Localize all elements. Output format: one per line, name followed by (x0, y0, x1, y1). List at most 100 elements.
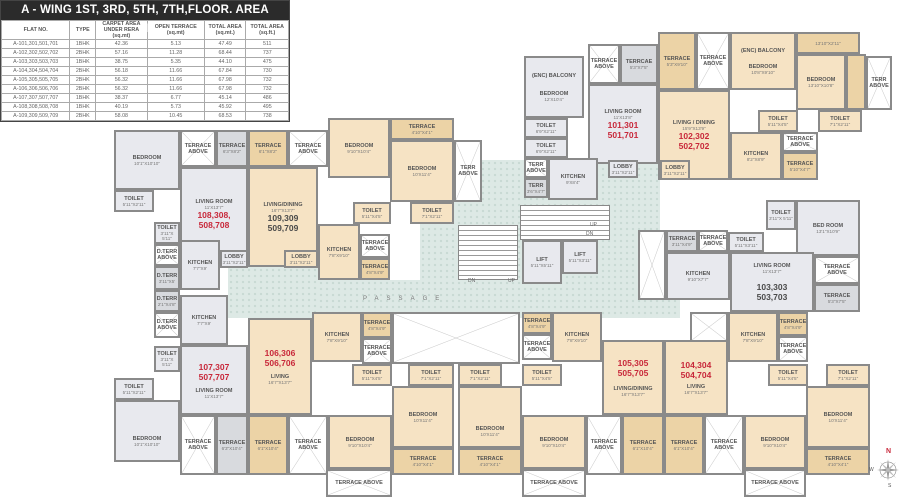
flat-105-kitchen: KITCHEN 7'8"X9'10" (552, 312, 602, 362)
flat-102-terrace-above-2: TERRACE ABOVE (782, 132, 818, 152)
flat-101-toilet-1: TOILET 6'9"X2'11" (524, 118, 568, 138)
flat-109-terrace: TERRACE 6'1"X8'2" (248, 130, 288, 167)
flat-106-bedroom-2: BEDROOM 10'X11'4" (392, 386, 454, 448)
flat-109-bedroom-1: BEDROOM 9'10"X10'4" (328, 118, 390, 178)
flat-109-lobby: LOBBY 3'11"X2'11" (284, 250, 318, 268)
flat-103-toilet-1: TOILET 5'11"X3'11" (728, 232, 764, 252)
flat-number-108: 108,308, 508,708 (197, 210, 231, 230)
flat-104-kitchen: KITCHEN 7'8"X9'10" (728, 312, 778, 362)
flat-106-toilet-1: TOILET 5'11"X4'5" (352, 364, 392, 386)
flat-102-bedroom-2: BEDROOM 13'10"X10'8" (796, 54, 846, 110)
flat-number-103-a: 103,303 (756, 281, 788, 292)
flat-number-103-b: 503,703 (756, 291, 788, 302)
compass-west-label: W (869, 467, 874, 473)
flat-105-terrace-above-3: TERRACE ABOVE (522, 469, 586, 497)
flat-106-terrace-above-2: TERRACE ABOVE (288, 415, 328, 475)
flat-109-terr-above: TERR ABOVE (454, 140, 482, 202)
flat-105-living-dining: 105,305 505,705 LIVING/DINING 16'7"X13'7… (602, 340, 664, 415)
flat-106-terrace-above-1: TERRACE ABOVE (362, 338, 392, 364)
compass-rose-icon (877, 459, 899, 481)
flat-101-kitchen: KITCHEN 9'X8'4" (548, 158, 598, 200)
flat-105-terrace-1: TERRACE 4'8"X4'9" (522, 312, 552, 334)
flat-103-terrace-above: TERRACE ABOVE (698, 230, 728, 252)
flat-101-terrcae: TERRCAE 5'3"X7'5" (620, 44, 658, 84)
open-to-sky-void (392, 312, 520, 364)
flat-108-lobby: LOBBY 3'11"X2'11" (220, 250, 248, 268)
flat-103-terrace: TERRACE 3'11"X4'9" (666, 230, 698, 252)
flat-102-living-dining: LIVING / DINING 15'9"X13'9" 102,302 502,… (658, 90, 730, 180)
flat-number-107-b: 507,707 (198, 371, 230, 382)
flat-102-terr-above: TERR ABOVE (866, 56, 892, 110)
flat-102-toilet-1: TOILET 5'11"X4'5" (758, 110, 798, 132)
flat-108-d-terr-above: D.TERR ABOVE (154, 244, 180, 266)
flat-101-bedroom: (ENC) BALCONY BEDROOM 12'X10'4" (524, 56, 584, 118)
flat-104-toilet-1: TOILET 5'11"X4'5" (768, 364, 808, 386)
flat-105-toilet-2: TOILET 5'11"X4'5" (522, 364, 562, 386)
flat-104-bedroom-1: BEDROOM 9'10"X10'4" (744, 415, 806, 469)
flat-105-terrace-3: TERRACE 6'1"X10'4" (622, 415, 664, 475)
passage-label: PASSAGE (363, 296, 448, 302)
flat-107-living-room: 107,307 507,707 LIVING ROOM 11'X13'7" (180, 345, 248, 415)
flat-104-shaft (690, 312, 728, 342)
flat-105-toilet-1: TOILET 7'1"X2'11" (458, 364, 502, 386)
area-table: FLAT NO. TYPE CARPET AREA UNDER RERA (sq… (0, 20, 289, 121)
staircase-left (458, 225, 518, 280)
flat-108-toilet-2: TOILET 3'11"X 5'11" (154, 222, 180, 244)
flat-number-107-a: 107,307 (198, 361, 230, 372)
flat-103-shaft (638, 230, 666, 300)
flat-number-106-a: 106,306 (264, 348, 296, 358)
area-statement-title: A - WING 1ST, 3RD, 5TH, 7TH,FLOOR. AREA … (1, 1, 289, 35)
flat-109-bedroom-2: BEDROOM 10'X11'4" (390, 140, 454, 202)
lift-2: LIFT 5'11"X3'11" (562, 240, 598, 274)
flat-106-terrace-above-3: TERRACE ABOVE (326, 469, 392, 497)
flat-103-bed-room: BED ROOM 13'1"X10'9" (796, 200, 860, 256)
flat-101-terrace-above: TERRACE ABOVE (588, 44, 620, 84)
flat-109-toilet-2: TOILET 7'1"X2'11" (410, 202, 454, 224)
flat-104-bedroom-2: BEDROOM 10'X11'4" (806, 386, 870, 448)
flat-107-d-terr: D.TERR 2'1"X4'8" (154, 290, 180, 312)
flat-102-bedroom-1: (ENC) BALCONY BEDROOM 10'8"X9'10" (730, 32, 796, 90)
flat-102-terrace: TERRACE 5'3"X9'10" (658, 32, 696, 90)
flat-102-enc-balcony (846, 54, 866, 110)
flat-107-toilet-2: TOILET 5'11"X2'11" (114, 378, 154, 400)
flat-101-lobby: LOBBY 3'11"X2'11" (608, 160, 638, 178)
flat-105-terrace-above-1: TERRACE ABOVE (522, 334, 552, 360)
flat-102-toilet-2: TOILET 7'1"X2'11" (818, 110, 862, 132)
flat-105-terrace-above-2: TERRACE ABOVE (586, 415, 622, 475)
flat-104-living: 104,304 504,704 LIVING 16'7"X13'7" (664, 340, 728, 415)
flat-109-terrace-above: TERRACE ABOVE (288, 130, 328, 167)
flat-107-toilet-1: TOILET 3'11"X 5'11" (154, 346, 180, 372)
stair-dn-label-2: DN (586, 231, 594, 237)
flat-103-toilet-2: TOILET 3'11"X 5'11" (766, 200, 796, 230)
col-flat-no: FLAT NO. (0, 20, 71, 40)
flat-108-d-terr: D.TERR 3'11"X5' (154, 266, 180, 290)
flat-107-terrace: TERRACE 6'3"X10'4" (216, 415, 248, 475)
col-carpet-area: CARPET AREA UNDER RERA (sq.mt) (95, 20, 148, 40)
flat-108-terrace-above: TERRACE ABOVE (180, 130, 216, 167)
flat-102-terrace-above: TERRACE ABOVE (696, 32, 730, 90)
flat-number-109-a: 109,309 (267, 212, 299, 223)
flat-106-terrace-3: TERRACE 4'10"X4'1" (392, 448, 454, 475)
stair-dn-label: DN (468, 278, 476, 284)
flat-102-lobby: LOBBY 3'11"X2'11" (660, 160, 690, 180)
flat-number-104-b: 504,704 (680, 370, 712, 380)
flat-102-terrace-2: TERRACE 5'10"X4'7" (782, 152, 818, 180)
flat-number-102-a: 102,302 (678, 130, 710, 141)
area-statement-table: A - WING 1ST, 3RD, 5TH, 7TH,FLOOR. AREA … (0, 0, 290, 122)
flat-101-living-room: LIVING ROOM 11'X13'8" 101,301 501,701 (588, 84, 658, 164)
flat-106-terrace-1: TERRACE 4'8"X4'9" (362, 312, 392, 338)
col-total-area-sqmt: TOTAL AREA (sq.mt.) (203, 20, 247, 40)
flat-number-101-a: 101,301 (607, 119, 639, 130)
flat-104-terrace-above-3: TERRACE ABOVE (744, 469, 806, 497)
flat-103-kitchen: KITCHEN 9'10"X7'7" (666, 252, 730, 300)
flat-number-106-b: 506,706 (264, 358, 296, 368)
flat-104-terrace-2: TERRACE 6'1"X10'4" (664, 415, 704, 475)
flat-104-terrace-above-1: TERRACE ABOVE (778, 336, 808, 362)
